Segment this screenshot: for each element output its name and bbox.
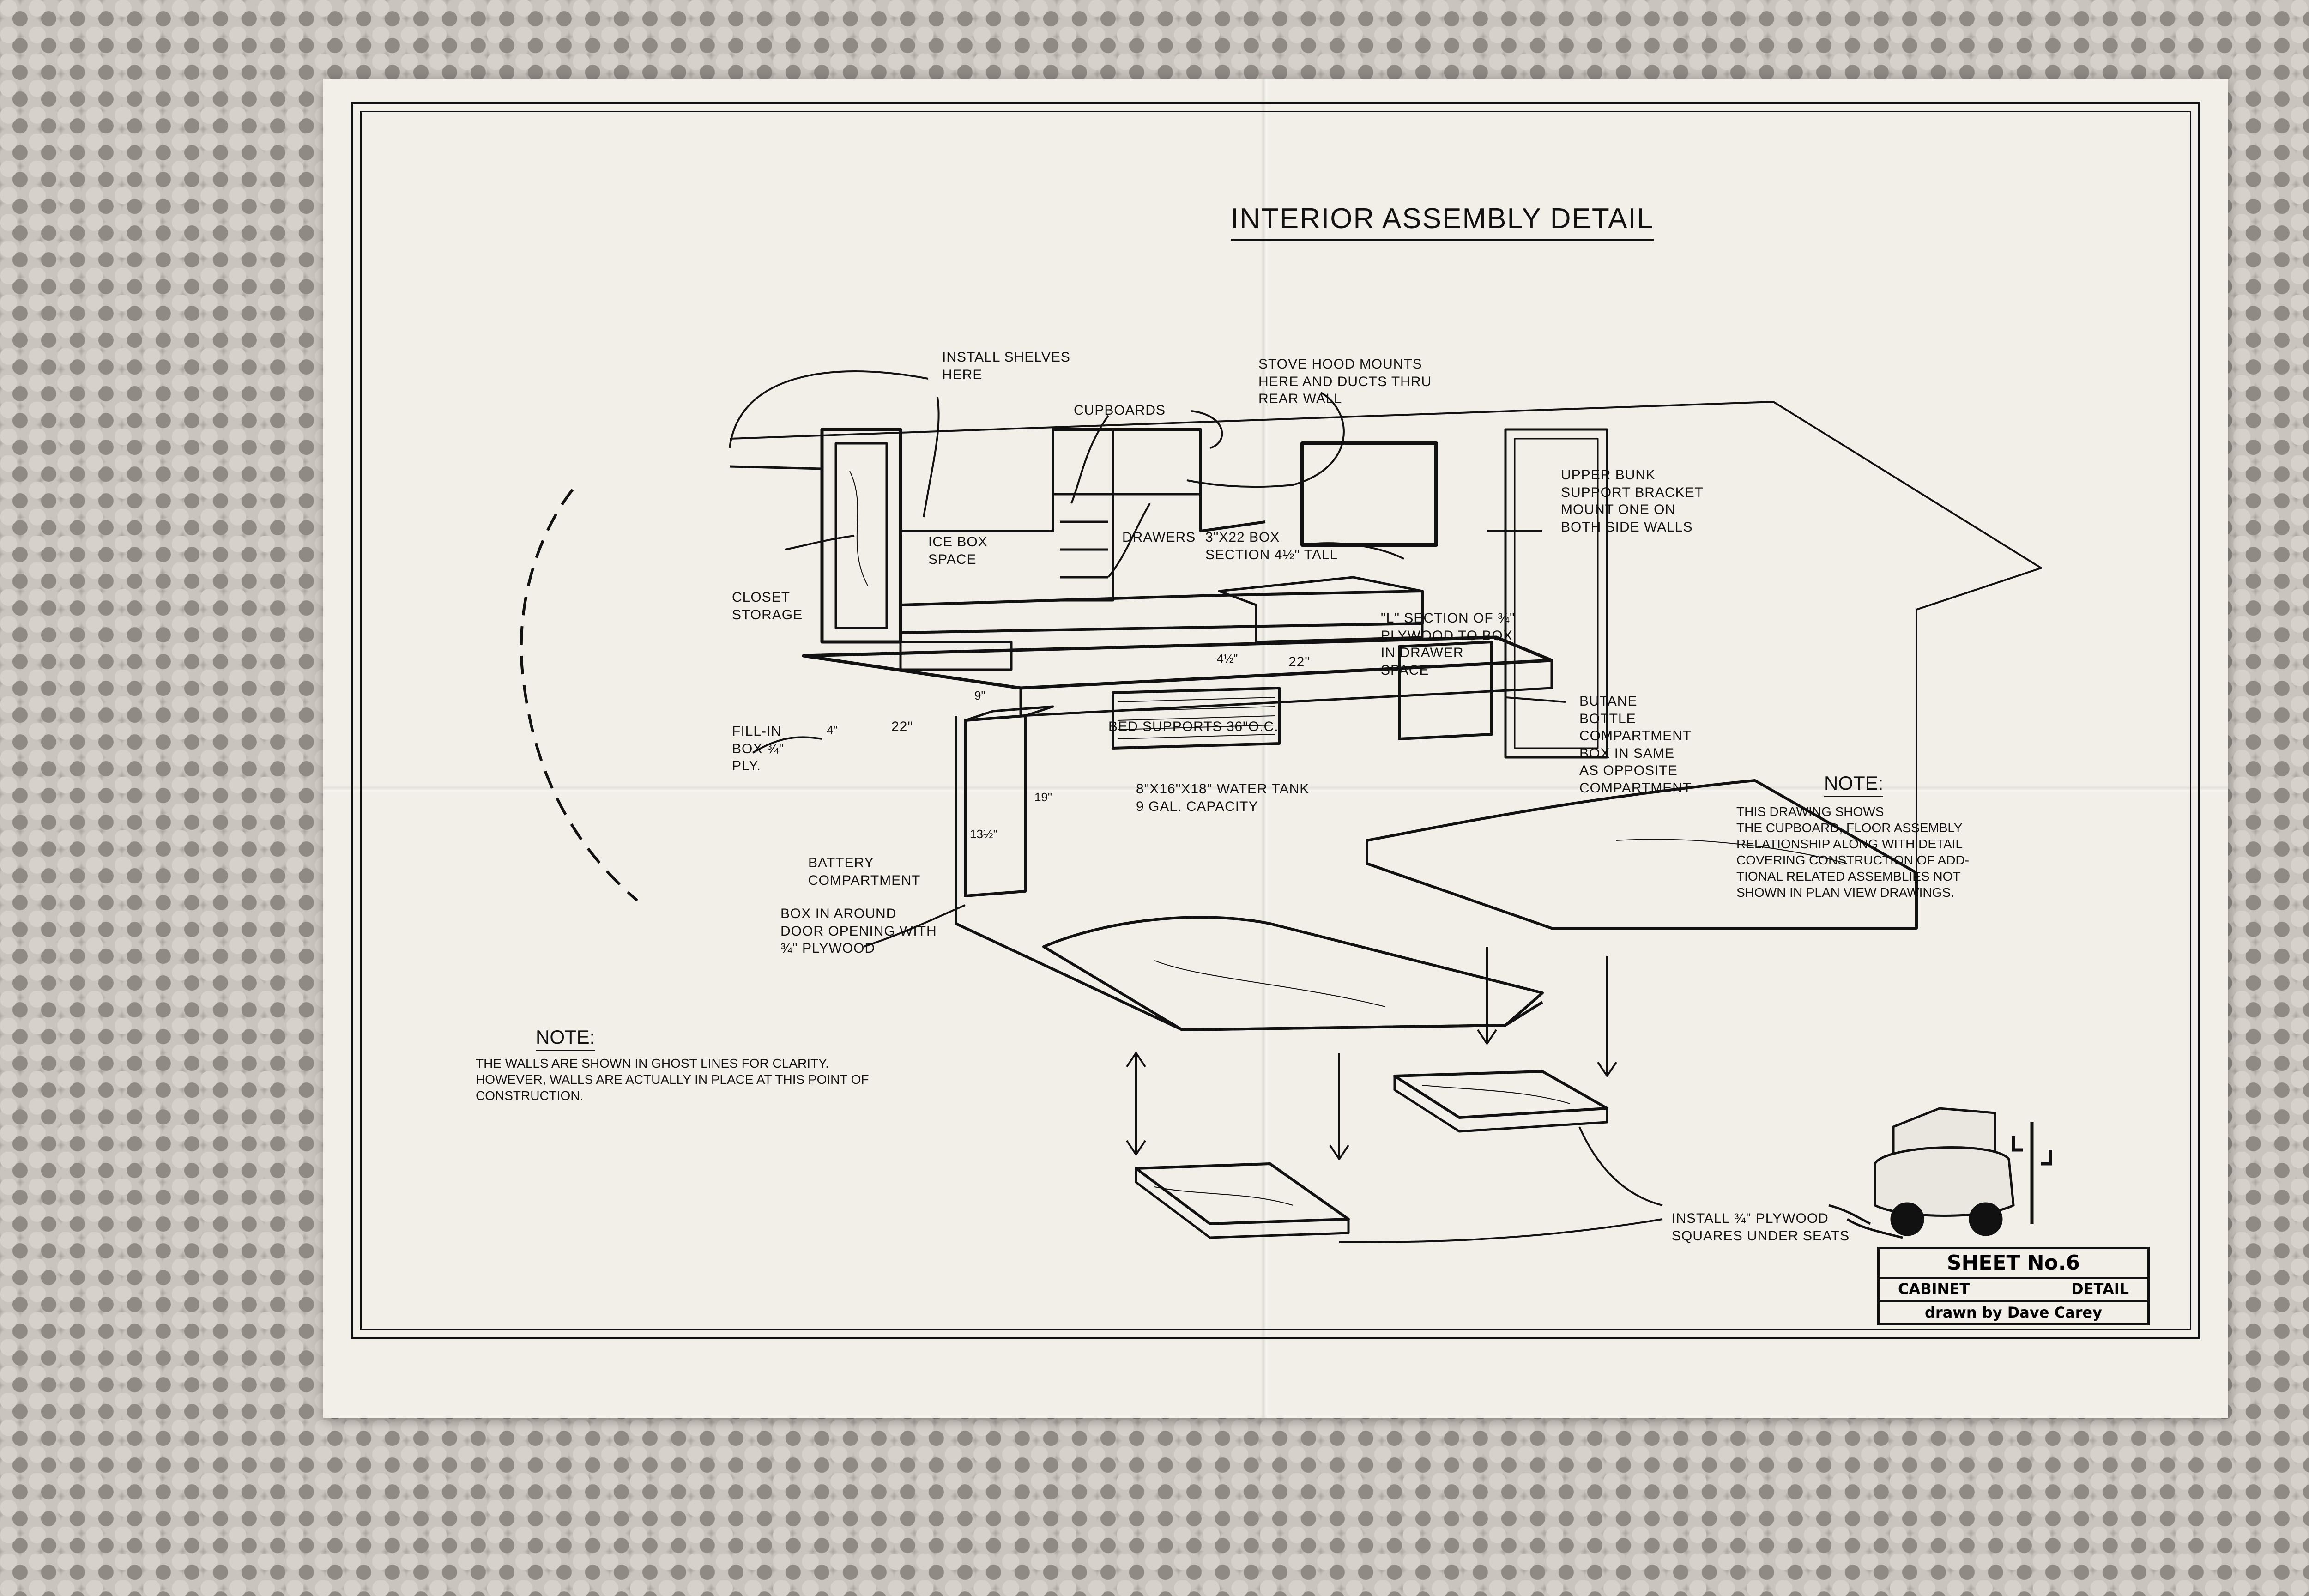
label-cupboards: CUPBOARDS	[1074, 403, 1166, 418]
counter-top	[899, 590, 1424, 634]
floor-panel	[1042, 916, 1544, 1031]
shelf-line	[729, 465, 822, 470]
page-title: INTERIOR ASSEMBLY DETAIL	[1231, 201, 1654, 241]
cupboard-wall	[901, 428, 1266, 532]
side-door	[1504, 428, 1608, 759]
label-closet: CLOSET STORAGE	[732, 590, 803, 623]
leader-closet	[785, 535, 855, 550]
dim-4-half: 4½"	[1217, 652, 1238, 665]
label-ice-box: ICE BOX SPACE	[928, 534, 988, 567]
subject-detail: DETAIL	[2071, 1280, 2129, 1298]
dim-4: 4"	[827, 723, 838, 737]
leader-lsection	[1302, 542, 1404, 560]
leader-stove	[1186, 392, 1345, 488]
label-stove-hood: STOVE HOOD MOUNTS HERE AND DUCTS THRU RE…	[1258, 357, 1432, 406]
sheet-subject: CABINET DETAIL	[1880, 1278, 2147, 1302]
leader-battery	[863, 904, 966, 948]
leader-cupboards	[1070, 415, 1109, 504]
label-box-section: 3"X22 BOX SECTION 4½" TALL	[1205, 530, 1338, 562]
cupboard-upper	[1112, 428, 1202, 496]
closet-box	[820, 428, 902, 644]
rear-window	[1300, 441, 1438, 547]
label-bed-supports: BED SUPPORTS 36"O.C.	[1108, 719, 1279, 734]
leader-fillin	[752, 736, 822, 754]
label-butane: BUTANE BOTTLE COMPARTMENT BOX IN SAME AS…	[1579, 694, 1692, 796]
label-box-around: BOX IN AROUND DOOR OPENING WITH ¾" PLYWO…	[780, 906, 937, 956]
dim-9: 9"	[974, 689, 985, 702]
drawn-by: drawn by Dave Carey	[1925, 1304, 2102, 1321]
arrow-square-2	[1329, 1053, 1349, 1160]
camper-car-cartoon	[1828, 1107, 2052, 1239]
label-upper-bunk: UPPER BUNK SUPPORT BRACKET MOUNT ONE ON …	[1561, 467, 1704, 535]
leader-shelves	[729, 370, 929, 448]
arrow-square-3	[1477, 947, 1497, 1045]
vertical-fold-line	[1261, 79, 1269, 1418]
sheet-border-inner	[360, 111, 2191, 1330]
blueprint-sheet: INTERIOR ASSEMBLY DETAIL INSTALL SHELVES…	[323, 79, 2228, 1418]
plywood-square-left	[1135, 1162, 1350, 1225]
dim-22-left: 22"	[891, 719, 913, 734]
cabinet-assembly-drawing	[520, 370, 2052, 1243]
right-seat-panel	[1366, 779, 1918, 930]
lower-cabinet	[955, 716, 1543, 1031]
subject-cabinet: CABINET	[1898, 1280, 1970, 1298]
step-box	[899, 641, 1013, 671]
note-right-body: THIS DRAWING SHOWS THE CUPBOARD, FLOOR A…	[1736, 804, 1970, 900]
leader-butane	[1505, 696, 1566, 703]
icebox-frame	[1053, 493, 1114, 602]
ghost-wall-left	[520, 489, 638, 902]
leader-squares	[1578, 1126, 1663, 1206]
sheet-border-outer	[351, 102, 2200, 1339]
battery-box	[964, 714, 1027, 897]
label-install-shelves: INSTALL SHELVES HERE	[942, 350, 1070, 382]
sheet-number: SHEET No.6	[1880, 1249, 2147, 1279]
dim-19: 19"	[1034, 790, 1052, 804]
note-left-body: THE WALLS ARE SHOWN IN GHOST LINES FOR C…	[476, 1056, 869, 1103]
label-install-squares: INSTALL ¾" PLYWOOD SQUARES UNDER SEATS	[1672, 1211, 1850, 1244]
label-battery: BATTERY COMPARTMENT	[808, 855, 921, 888]
horizontal-fold-line	[323, 785, 2228, 793]
note-left-heading: NOTE:	[536, 1025, 595, 1051]
label-water-tank: 8"X16"X18" WATER TANK 9 GAL. CAPACITY	[1136, 781, 1310, 814]
label-drawers: DRAWERS	[1122, 530, 1196, 545]
dim-22-right: 22"	[1288, 654, 1311, 670]
roof-outline	[729, 401, 2042, 891]
wood-grain	[849, 471, 1848, 1206]
title-block: SHEET No.6 CABINET DETAIL drawn by Dave …	[1877, 1247, 2150, 1325]
note-right-heading: NOTE:	[1824, 771, 1884, 797]
arrow-square-4	[1597, 956, 1617, 1077]
dim-13-half: 13½"	[970, 827, 997, 841]
box-section	[1218, 576, 1424, 643]
leader-drawers	[1107, 502, 1151, 578]
label-l-section: "L" SECTION OF ¾" PLYWOOD TO BOX IN DRAW…	[1381, 611, 1515, 678]
label-fill-in: FILL-IN BOX ¾" PLY.	[732, 724, 785, 774]
arrow-square-1	[1126, 1052, 1146, 1155]
butane-box	[1398, 641, 1493, 740]
water-tank	[1112, 687, 1281, 750]
